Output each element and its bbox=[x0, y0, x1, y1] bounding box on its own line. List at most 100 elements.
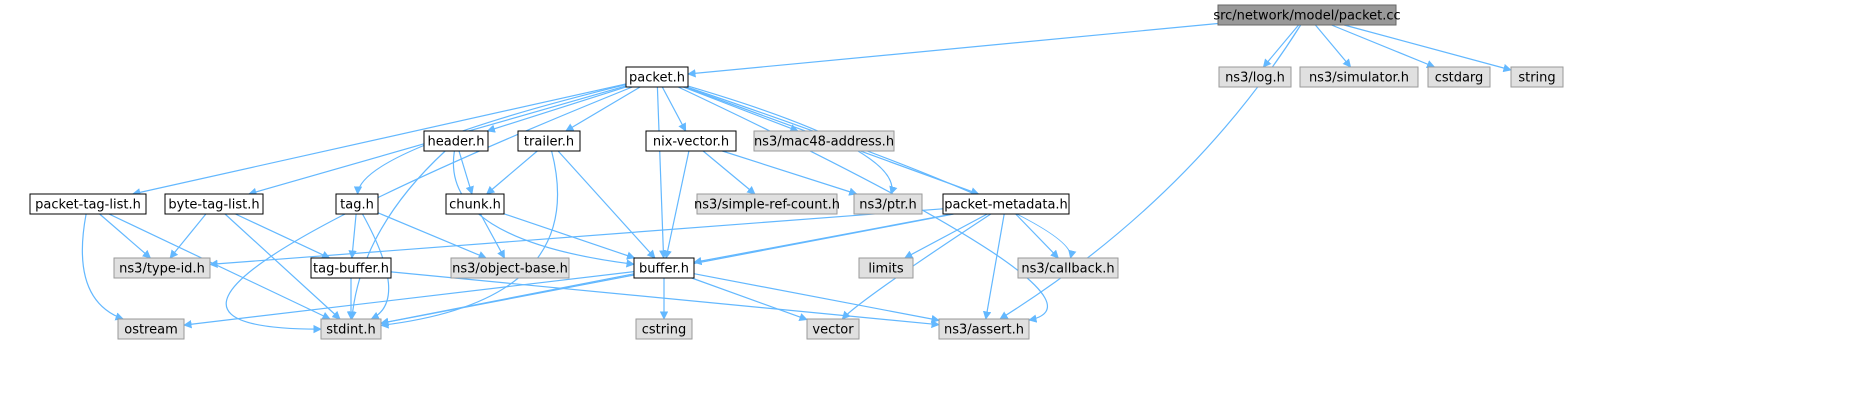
node-box bbox=[938, 318, 1030, 340]
node-packetmetadata-h[interactable]: packet-metadata.h bbox=[942, 193, 1070, 215]
node-box bbox=[164, 193, 264, 215]
node-label: packet-metadata.h bbox=[944, 198, 1068, 213]
node-chunk-h[interactable]: chunk.h bbox=[445, 193, 505, 215]
node-ostream: ostream bbox=[117, 318, 185, 340]
node-objectbase-h: ns3/object-base.h bbox=[450, 257, 570, 279]
edge-packetmetadata_h-to-assert_h bbox=[982, 213, 1005, 320]
edge-packet_h-to-trailer_h bbox=[565, 86, 641, 132]
node-box bbox=[450, 257, 570, 279]
node-trailer-h[interactable]: trailer.h bbox=[517, 130, 581, 152]
node-packettaglist-h[interactable]: packet-tag-list.h bbox=[29, 193, 147, 215]
edge-trailer_h-to-stdint_h bbox=[380, 150, 559, 329]
edge-tag_h-to-objectbase_h bbox=[377, 212, 487, 259]
node-label: ns3/mac48-address.h bbox=[754, 135, 894, 150]
node-label: ns3/object-base.h bbox=[452, 262, 568, 277]
node-label: limits bbox=[868, 262, 904, 277]
node-box bbox=[445, 193, 505, 215]
node-box bbox=[858, 257, 914, 279]
node-box bbox=[117, 318, 185, 340]
node-label: ns3/simulator.h bbox=[1309, 71, 1409, 86]
node-label: vector bbox=[812, 323, 854, 338]
node-label: nix-vector.h bbox=[653, 135, 729, 150]
node-box bbox=[753, 130, 895, 152]
node-callback-h: ns3/callback.h bbox=[1017, 257, 1119, 279]
node-label: ns3/type-id.h bbox=[119, 262, 205, 277]
node-box bbox=[635, 318, 693, 340]
edge-packet_h-to-nixvector_h bbox=[661, 86, 687, 132]
node-label: tag.h bbox=[340, 198, 374, 213]
edge-packetmetadata_h-to-callback_h bbox=[1015, 213, 1059, 259]
edge-chunk_h-to-objectbase_h bbox=[479, 213, 506, 259]
node-log-h: ns3/log.h bbox=[1218, 66, 1292, 88]
node-box bbox=[696, 193, 838, 215]
node-label: ns3/simple-ref-count.h bbox=[694, 198, 840, 213]
node-label: src/network/model/packet.cc bbox=[1213, 9, 1400, 24]
edge-packetmetadata_h-to-limits bbox=[904, 213, 988, 259]
edge-packet_h-to-buffer_h bbox=[656, 86, 668, 259]
node-string: string bbox=[1510, 66, 1564, 88]
node-label: trailer.h bbox=[524, 135, 574, 150]
node-label: ns3/assert.h bbox=[944, 323, 1024, 338]
edge-packet_h-to-stdint_h bbox=[225, 86, 633, 334]
node-header-h[interactable]: header.h bbox=[423, 130, 489, 152]
edge-trailer_h-to-chunk_h bbox=[486, 150, 538, 195]
edge-packettaglist_h-to-ostream bbox=[81, 213, 124, 321]
node-label: cstring bbox=[642, 323, 686, 338]
edge-tag_h-to-stdint_h bbox=[361, 213, 390, 320]
edge-nixvector_h-to-ptr_h bbox=[722, 150, 858, 196]
node-label: ns3/callback.h bbox=[1021, 262, 1114, 277]
edge-header_h-to-stdint_h bbox=[348, 150, 446, 320]
node-root[interactable]: src/network/model/packet.cc bbox=[1213, 4, 1401, 26]
node-vector: vector bbox=[806, 318, 860, 340]
node-label: tag-buffer.h bbox=[313, 262, 389, 277]
edge-buffer_h-to-vector bbox=[691, 277, 808, 321]
edge-packettaglist_h-to-typeid_h bbox=[99, 213, 152, 259]
node-tag-h[interactable]: tag.h bbox=[335, 193, 379, 215]
edge-packetmetadata_h-to-vector bbox=[841, 213, 992, 320]
node-typeid-h: ns3/type-id.h bbox=[113, 257, 211, 279]
edge-packet_h-to-header_h bbox=[486, 86, 627, 133]
node-buffer-h[interactable]: buffer.h bbox=[633, 257, 695, 279]
edge-header_h-to-chunk_h bbox=[458, 150, 474, 195]
edge-packet_h-to-packettaglist_h bbox=[131, 83, 627, 197]
edge-root-to-packet_h bbox=[687, 22, 1219, 78]
node-assert-h: ns3/assert.h bbox=[938, 318, 1030, 340]
edge-bytetaglist_h-to-stdint_h bbox=[224, 213, 341, 320]
node-nixvector-h[interactable]: nix-vector.h bbox=[645, 130, 737, 152]
edge-trailer_h-to-buffer_h bbox=[557, 150, 656, 259]
edge-nixvector_h-to-buffer_h bbox=[663, 150, 690, 259]
edge-packet_h-to-mac48_h bbox=[682, 86, 799, 133]
node-box bbox=[335, 193, 379, 215]
node-box bbox=[1510, 66, 1564, 88]
edge-root-to-cstdarg bbox=[1331, 24, 1436, 69]
node-packet-h[interactable]: packet.h bbox=[625, 66, 689, 88]
node-simplerefcount-h: ns3/simple-ref-count.h bbox=[694, 193, 840, 215]
node-box bbox=[1218, 66, 1292, 88]
edge-root-to-string bbox=[1343, 24, 1512, 73]
node-label: cstdarg bbox=[1435, 71, 1484, 86]
edge-header_h-to-buffer_h bbox=[452, 150, 635, 268]
node-mac48-h: ns3/mac48-address.h bbox=[753, 130, 895, 152]
node-label: chunk.h bbox=[449, 198, 501, 213]
edge-packet_h-to-tag_h bbox=[353, 84, 627, 195]
node-cstring: cstring bbox=[635, 318, 693, 340]
node-label: ostream bbox=[124, 323, 178, 338]
node-bytetaglist-h[interactable]: byte-tag-list.h bbox=[164, 193, 264, 215]
node-label: header.h bbox=[428, 135, 485, 150]
node-box bbox=[1217, 4, 1397, 26]
node-box bbox=[310, 257, 392, 279]
node-tagbuffer-h[interactable]: tag-buffer.h bbox=[310, 257, 392, 279]
node-label: byte-tag-list.h bbox=[168, 198, 259, 213]
node-box bbox=[853, 193, 923, 215]
node-box bbox=[1017, 257, 1119, 279]
edge-packet_h-to-callback_h bbox=[686, 86, 1077, 259]
node-label: packet.h bbox=[629, 71, 685, 86]
node-label: packet-tag-list.h bbox=[35, 198, 141, 213]
node-label: string bbox=[1518, 71, 1555, 86]
node-box bbox=[517, 130, 581, 152]
edge-root-to-log_h bbox=[1262, 24, 1300, 68]
node-label: buffer.h bbox=[639, 262, 689, 277]
node-box bbox=[1427, 66, 1491, 88]
edge-bytetaglist_h-to-typeid_h bbox=[169, 213, 207, 259]
edge-bytetaglist_h-to-tagbuffer_h bbox=[235, 213, 331, 259]
